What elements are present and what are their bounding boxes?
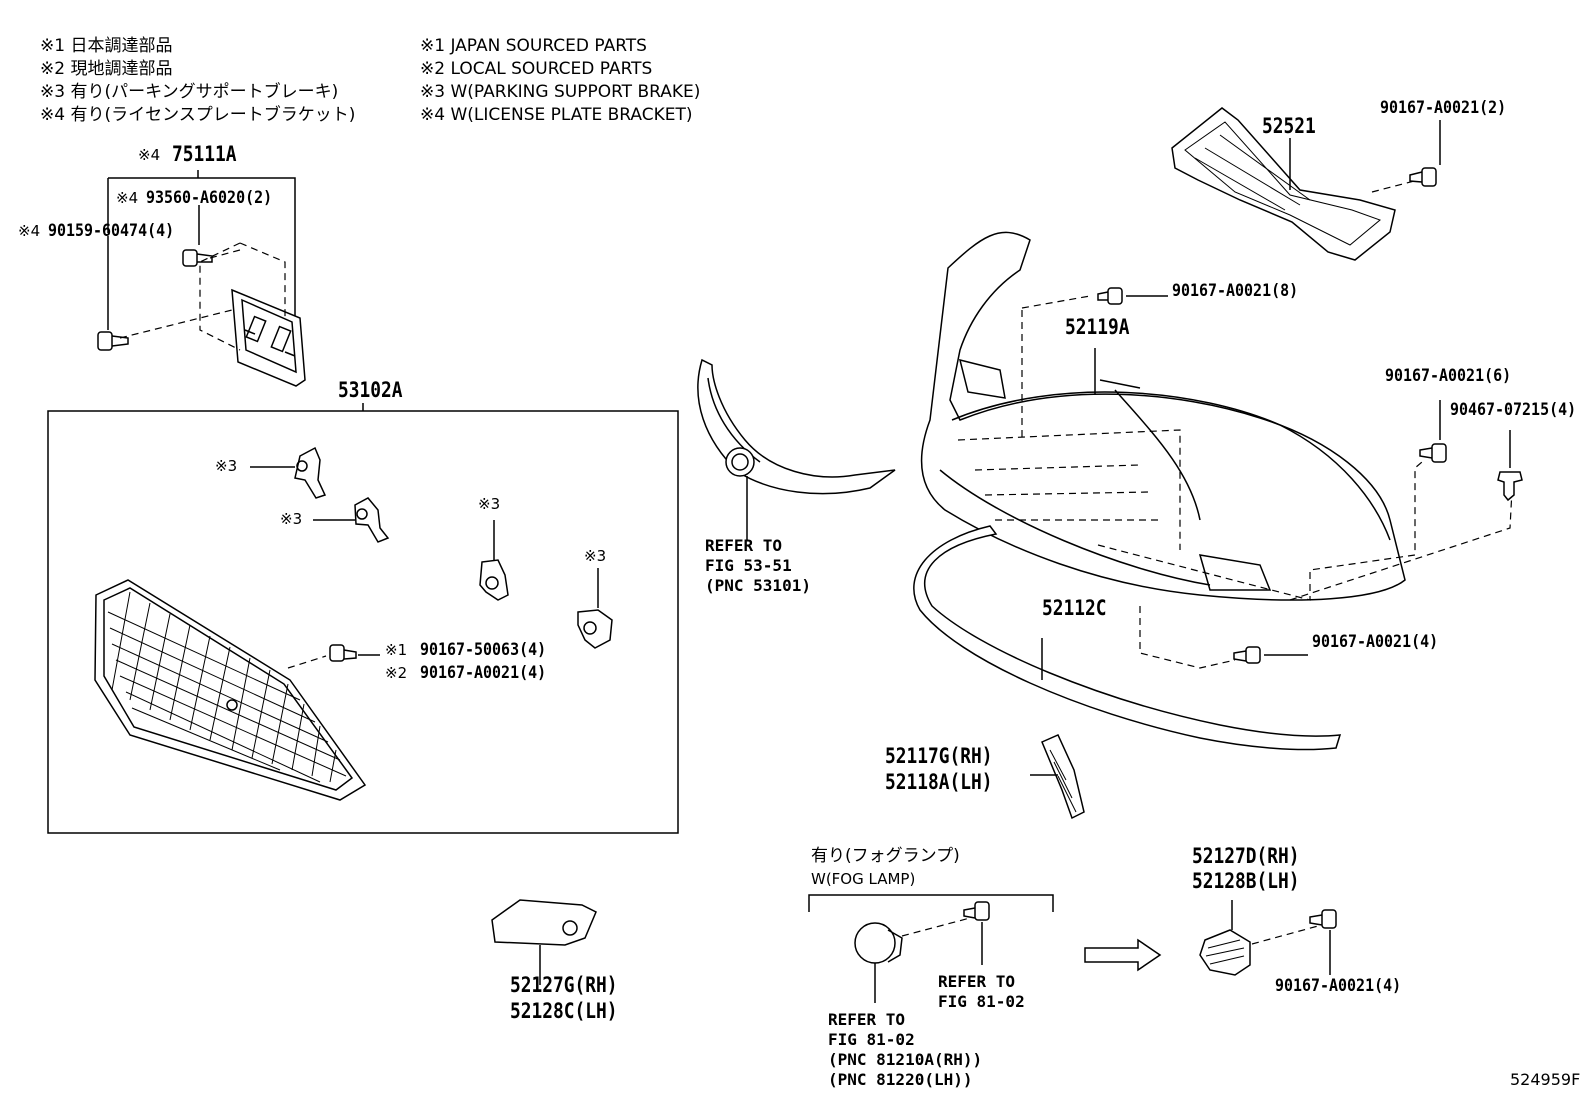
fog-bezel-clip: 90167-A0021(4) xyxy=(1275,976,1402,996)
bolt-icon xyxy=(97,331,129,351)
push-clip-icon xyxy=(1497,471,1523,502)
fog-group-title-en: W(FOG LAMP) xyxy=(811,870,916,888)
clip-icon xyxy=(329,644,357,662)
support-part: 52521 xyxy=(1262,114,1316,138)
fog-ref-right-1: REFER TO xyxy=(938,972,1016,991)
license-bracket-mark: ※4 xyxy=(138,146,161,164)
sensor-mark-1: ※3 xyxy=(215,457,238,475)
sensor-mark-4: ※3 xyxy=(584,547,607,565)
fog-group-title-jp: 有り(フォグランプ) xyxy=(811,846,960,866)
reflector-lh: 52118A(LH) xyxy=(885,770,993,794)
upper-grille-illustration xyxy=(697,358,896,540)
fog-ref-bottom-1: REFER TO xyxy=(828,1010,906,1029)
license-bracket-part: 75111A xyxy=(172,142,237,166)
sensor-mark-3: ※3 xyxy=(478,495,501,513)
clip-icon xyxy=(1419,443,1447,463)
clip-icon xyxy=(1233,646,1261,664)
fog-cover-lh: 52128C(LH) xyxy=(510,999,618,1023)
fog-ref-bottom-3: (PNC 81210A(RH)) xyxy=(828,1050,983,1069)
clip-1-mark: ※1 xyxy=(385,641,408,659)
fog-lamp-bracket xyxy=(808,894,1054,912)
fog-cover-illustration xyxy=(491,899,597,985)
sensor-bracket-illustration xyxy=(250,446,613,649)
bumper-cover-illustration xyxy=(920,231,1523,669)
fog-ref-bottom-4: (PNC 81220(LH)) xyxy=(828,1070,973,1089)
upper-grille-ref-3: (PNC 53101) xyxy=(705,576,811,595)
bumper-support-illustration xyxy=(1171,107,1441,261)
grille-assembly-frame xyxy=(47,403,679,834)
bumper-cover-part: 52119A xyxy=(1065,315,1130,339)
bumper-clip-bottom: 90167-A0021(4) xyxy=(1312,632,1439,652)
bolt-icon xyxy=(182,249,213,267)
bolt-a-part: 93560-A6020(2) xyxy=(146,188,273,208)
lower-grille-illustration xyxy=(94,579,380,801)
note-en-3: ※3 W(PARKING SUPPORT BRAKE) xyxy=(420,82,701,102)
fog-bezel-illustration xyxy=(1199,900,1337,976)
note-en-2: ※2 LOCAL SOURCED PARTS xyxy=(420,59,653,79)
sensor-mark-2: ※3 xyxy=(280,510,303,528)
figure-id: 524959F xyxy=(1510,1070,1581,1089)
clip-2-mark: ※2 xyxy=(385,664,408,682)
bolt-a-mark: ※4 xyxy=(116,189,139,207)
fog-bezel-rh: 52127D(RH) xyxy=(1192,844,1300,868)
upper-grille-ref-1: REFER TO xyxy=(705,536,783,555)
bolt-icon xyxy=(1309,909,1337,929)
bumper-clip-side2: 90467-07215(4) xyxy=(1450,400,1577,420)
fog-cover-rh: 52127G(RH) xyxy=(510,973,618,997)
fog-ref-bottom-2: FIG 81-02 xyxy=(828,1030,915,1049)
grille-assembly-part: 53102A xyxy=(338,378,403,402)
note-en-4: ※4 W(LICENSE PLATE BRACKET) xyxy=(420,105,693,125)
fog-bezel-lh: 52128B(LH) xyxy=(1192,869,1300,893)
clip-icon xyxy=(1409,167,1437,187)
upper-grille-ref-2: FIG 53-51 xyxy=(705,556,792,575)
bolt-icon xyxy=(963,901,990,921)
clip-2-part: 90167-A0021(4) xyxy=(420,663,547,683)
clip-1-part: 90167-50063(4) xyxy=(420,640,547,660)
fog-ref-right-2: FIG 81-02 xyxy=(938,992,1025,1011)
note-jp-3: ※3 有り(パーキングサポートブレーキ) xyxy=(40,82,339,102)
note-jp-2: ※2 現地調達部品 xyxy=(40,59,173,79)
bumper-clip-side: 90167-A0021(6) xyxy=(1385,366,1512,386)
arrow-icon xyxy=(1084,938,1162,972)
reflector-illustration xyxy=(1030,734,1085,820)
note-jp-1: ※1 日本調達部品 xyxy=(40,36,173,56)
note-jp-4: ※4 有り(ライセンスプレートブラケット) xyxy=(40,105,356,125)
reflector-rh: 52117G(RH) xyxy=(885,744,993,768)
lower-molding-part: 52112C xyxy=(1042,596,1107,620)
bumper-clip-top: 90167-A0021(8) xyxy=(1172,281,1299,301)
bolt-b-mark: ※4 xyxy=(18,222,41,240)
bolt-b-part: 90159-60474(4) xyxy=(48,221,175,241)
fog-lamp-illustration xyxy=(854,901,990,1003)
note-en-1: ※1 JAPAN SOURCED PARTS xyxy=(420,36,647,56)
clip-icon xyxy=(1097,287,1123,305)
lower-molding-illustration xyxy=(913,525,1342,751)
license-plate-bracket-illustration xyxy=(97,170,306,387)
support-clip-part: 90167-A0021(2) xyxy=(1380,98,1507,118)
